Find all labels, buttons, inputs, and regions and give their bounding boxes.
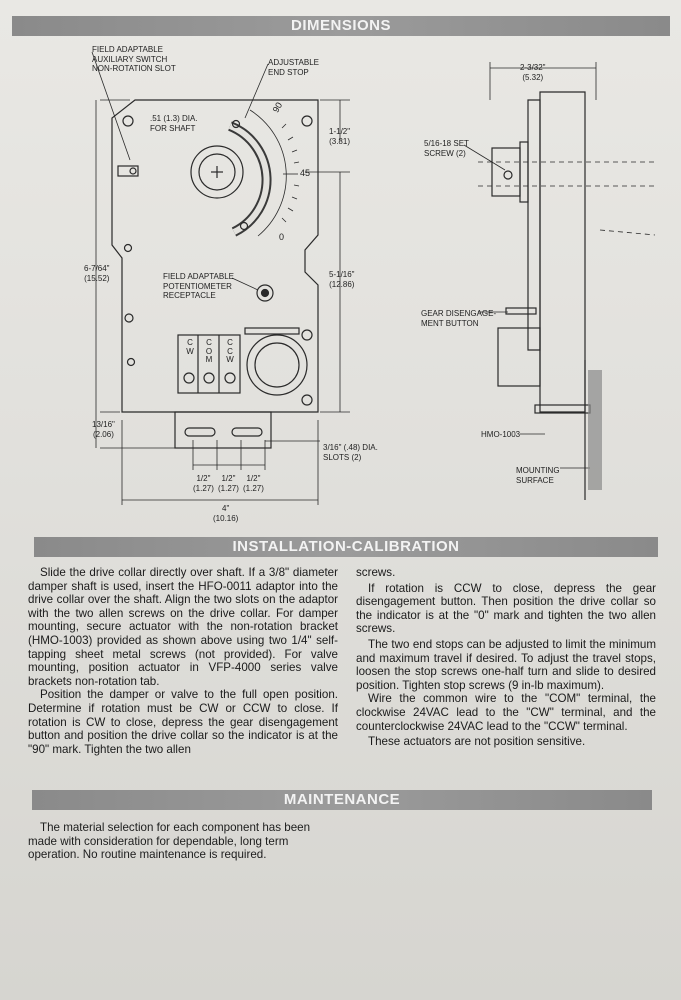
maintenance-header: MAINTENANCE	[32, 790, 652, 810]
slots-label: 3/16" (.48) DIA. SLOTS (2)	[323, 443, 378, 462]
potentiometer-label: FIELD ADAPTABLE POTENTIOMETER RECEPTACLE	[163, 272, 234, 300]
mounting-tab	[174, 411, 272, 449]
terminal-com-label: C O M	[205, 338, 213, 364]
field-adaptable-switch-label: FIELD ADAPTABLE AUXILIARY SWITCH NON-ROT…	[92, 45, 176, 73]
adjustable-end-stop-label: ADJUSTABLE END STOP	[268, 58, 319, 77]
terminal-ccw-label: C C W	[226, 338, 234, 364]
dimension-1-1-2: 1-1/2" (3.81)	[329, 127, 351, 146]
actuator-housing-outline	[111, 99, 319, 413]
mounting-surface-label: MOUNTING SURFACE	[516, 466, 560, 485]
bracket-label: HMO-1003	[481, 430, 521, 439]
installation-column-1: Slide the drive collar directly over sha…	[28, 566, 338, 756]
mounting-surface-hatch	[588, 370, 602, 490]
dimension-6-7-64: 6-7/64" (15.52)	[84, 264, 110, 283]
half-inch-dimension-2: 1/2" (1.27)	[218, 474, 239, 493]
set-screw-label: 5/16-18 SET SCREW (2)	[424, 139, 469, 158]
dimension-5-1-16: 5-1/16" (12.86)	[329, 270, 355, 289]
installation-paragraph: Position the damper or valve to the full…	[28, 688, 338, 756]
potentiometer-receptacle	[256, 284, 274, 302]
dimensions-header: DIMENSIONS	[12, 16, 670, 36]
half-inch-dimension-1: 1/2" (1.27)	[193, 474, 214, 493]
installation-paragraph: These actuators are not position sensiti…	[368, 735, 586, 749]
installation-paragraph: Slide the drive collar directly over sha…	[28, 566, 338, 688]
installation-paragraph: If rotation is CCW to close, depress the…	[356, 581, 656, 636]
installation-paragraph: Wire the common wire to the "COM" termin…	[356, 692, 656, 733]
side-view-outline	[539, 91, 586, 413]
dimension-2-3-32: 2-3/32" (5.32)	[520, 63, 546, 82]
shaft-diameter-label: .51 (1.3) DIA. FOR SHAFT	[150, 114, 198, 133]
motor	[246, 334, 308, 396]
maintenance-text: The material selection for each componen…	[28, 821, 311, 862]
installation-column-2: screws. If rotation is CCW to close, dep…	[356, 566, 656, 749]
gear-disengagement-button-label: GEAR DISENGAGE- MENT BUTTON	[421, 309, 497, 328]
scale-arc	[228, 121, 272, 237]
half-inch-dimension-3: 1/2" (1.27)	[243, 474, 264, 493]
installation-paragraph: screws.	[356, 566, 396, 579]
dimension-13-16: 13/16" (2.06)	[92, 420, 115, 439]
dimension-4: 4" (10.16)	[213, 504, 239, 523]
installation-header: INSTALLATION-CALIBRATION	[34, 537, 658, 557]
terminal-block	[177, 334, 241, 394]
scale-0-label: 0	[279, 232, 285, 242]
terminal-cw-label: C W	[186, 338, 194, 356]
installation-paragraph: The two end stops can be adjusted to lim…	[356, 637, 656, 692]
scale-45-label: 45	[300, 168, 311, 178]
shaft-collar	[190, 145, 244, 199]
